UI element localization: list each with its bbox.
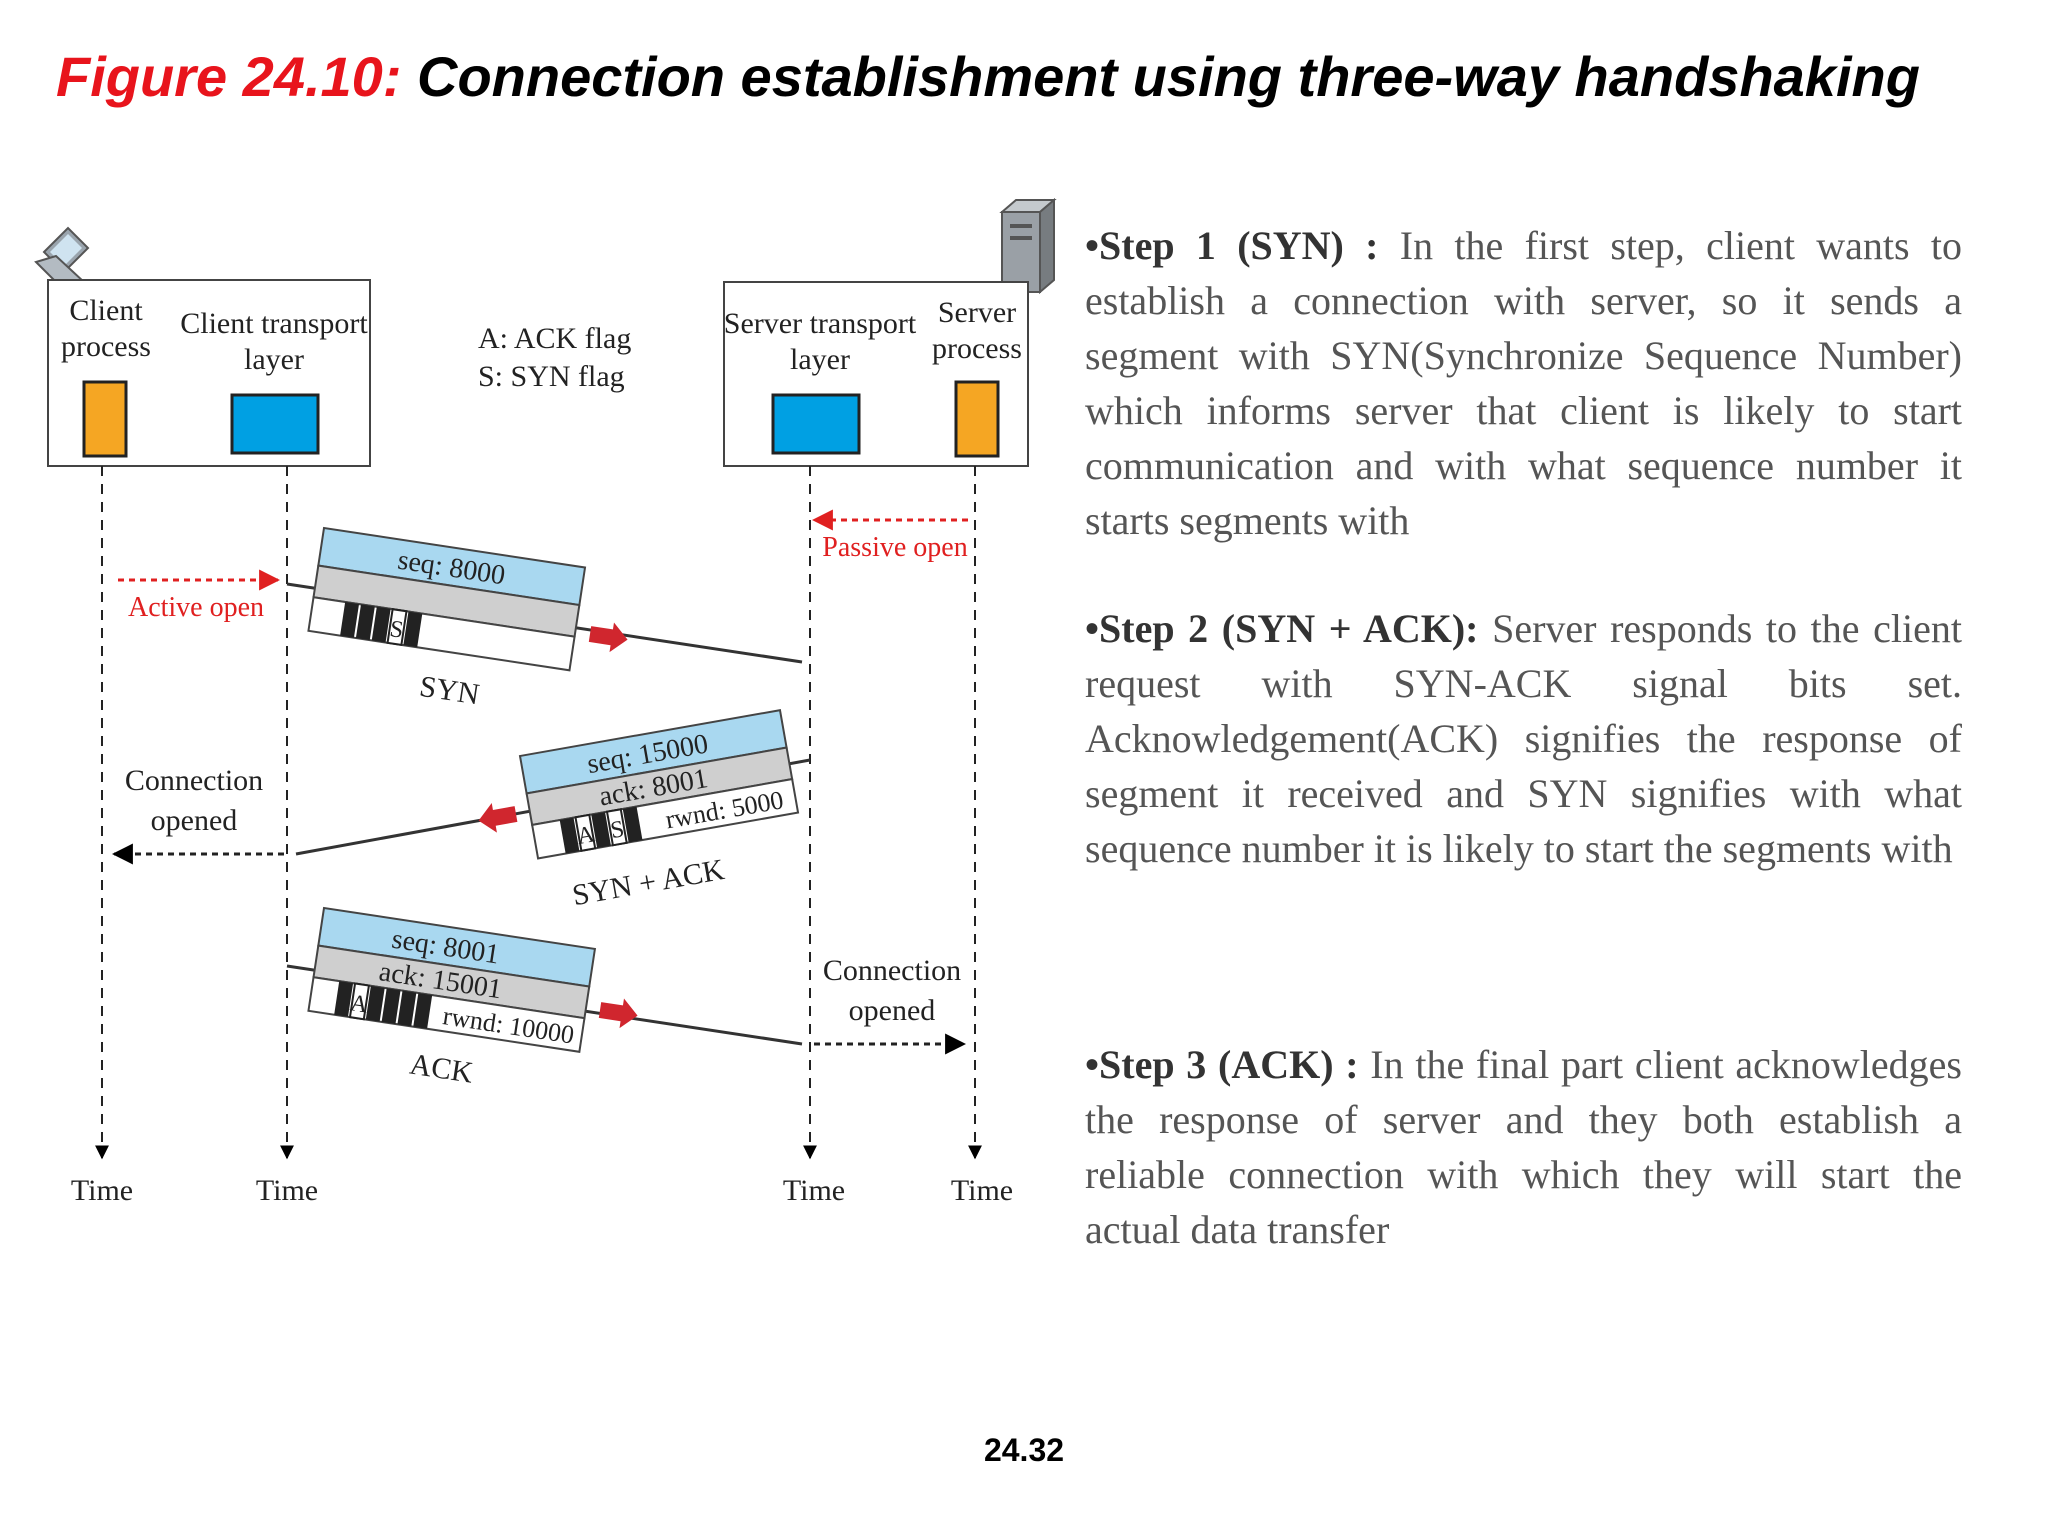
synack-segment-label: SYN + ACK <box>570 853 727 912</box>
step-2-label: •Step 2 (SYN + ACK): <box>1085 606 1479 651</box>
syn-segment: seq: 8000 S <box>307 526 587 672</box>
step-1-paragraph: •Step 1 (SYN) : In the first step, clien… <box>1085 218 1962 548</box>
syn-flag-letter: S <box>609 816 627 844</box>
step-1-text: In the first step, client wants to estab… <box>1085 223 1962 543</box>
synack-segment: seq: 15000 ack: 8001 A S rwnd: 5000 <box>518 708 800 860</box>
flag-band <box>307 596 576 672</box>
active-open-label: Active open <box>128 592 264 623</box>
ack-flag-letter: A <box>575 821 597 850</box>
page-number: 24.32 <box>983 1432 1065 1468</box>
server-icon <box>999 197 1057 295</box>
step-1-label: •Step 1 (SYN) : <box>1085 223 1379 268</box>
figure-caption: Connection establishment using three-way… <box>401 45 1920 108</box>
passive-open-label: Passive open <box>822 532 967 563</box>
ack-flag-letter: A <box>348 990 370 1018</box>
client-process-block <box>82 380 128 458</box>
syn-segment-label: SYN <box>417 670 481 712</box>
time-label-1: Time <box>71 1174 133 1207</box>
time-label-4: Time <box>951 1174 1013 1207</box>
step-2-text: Server responds to the client request wi… <box>1085 606 1962 871</box>
ack-segment-label: ACK <box>408 1048 476 1090</box>
slide-title: Figure 24.10: Connection establishment u… <box>56 44 1920 109</box>
time-label-3: Time <box>783 1174 845 1207</box>
server-transport-block <box>771 393 861 455</box>
ack-direction-arrow <box>598 998 638 1029</box>
step-3-label: •Step 3 (ACK) : <box>1085 1042 1359 1087</box>
step-3-text: In the final part client acknowledges th… <box>1085 1042 1962 1252</box>
server-process-block <box>954 380 1000 458</box>
step-2-paragraph: •Step 2 (SYN + ACK): Server responds to … <box>1085 601 1962 876</box>
time-label-2: Time <box>256 1174 318 1207</box>
figure-label: Figure 24.10: <box>56 45 402 108</box>
ack-segment: seq: 8001 ack: 15001 A rwnd: 10000 <box>307 906 597 1053</box>
step-3-paragraph: •Step 3 (ACK) : In the final part client… <box>1085 1037 1962 1257</box>
synack-direction-arrow <box>478 803 518 833</box>
syn-direction-arrow <box>588 622 628 653</box>
client-transport-block <box>230 393 320 455</box>
syn-flag-letter: S <box>388 616 405 644</box>
